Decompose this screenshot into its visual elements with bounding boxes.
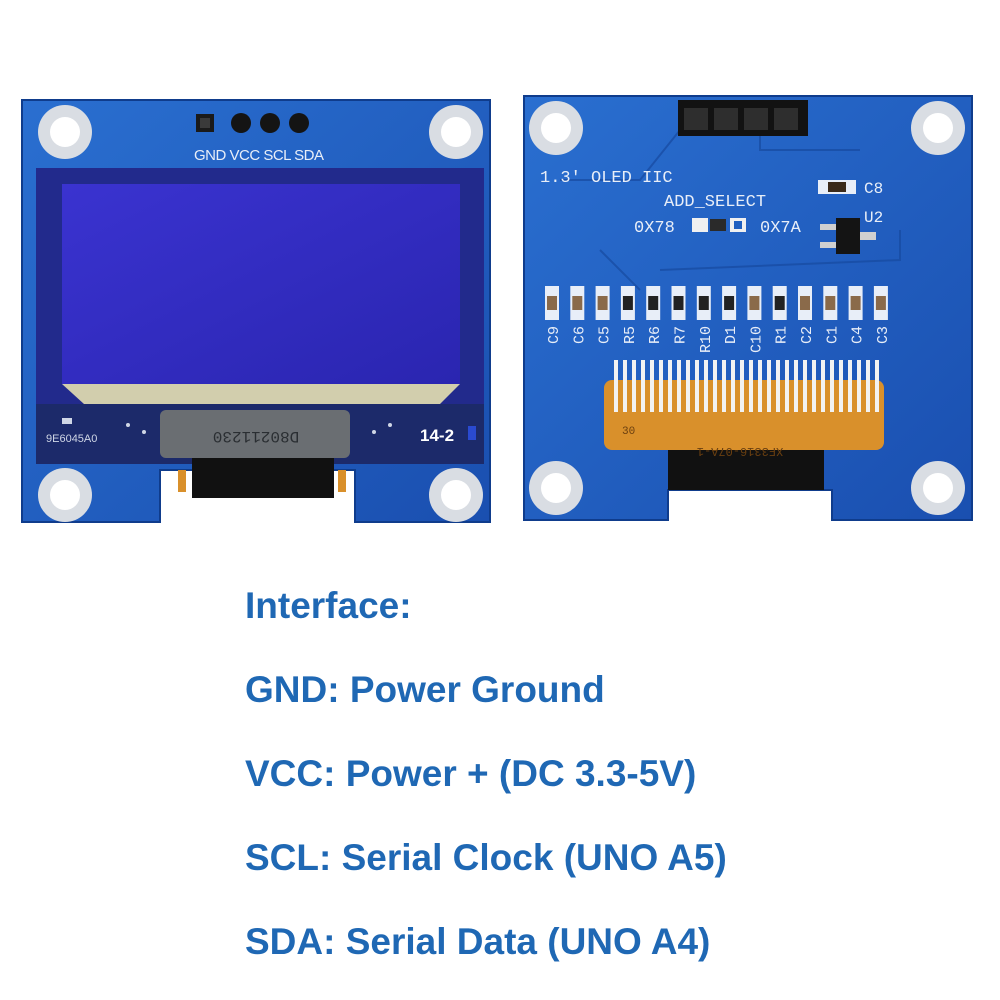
product-photo: GND VCC SCL SDA 9E6045A0 14-2 D80211230 <box>21 95 973 523</box>
component-r7: R7 <box>671 286 690 344</box>
component-c2: C2 <box>798 286 816 344</box>
component-label: C6 <box>571 326 588 344</box>
component-label: R5 <box>622 326 639 344</box>
c8-label: C8 <box>864 180 883 198</box>
spec-scl-line: SCL: Serial Clock (UNO A5) <box>245 837 727 878</box>
component-r5: R5 <box>620 286 639 344</box>
back-mounting-holes <box>529 101 965 515</box>
component-d1: D1 <box>722 286 740 344</box>
badge-label: 14-2 <box>420 426 454 445</box>
component-label: R1 <box>774 326 791 344</box>
spec-vcc-line: VCC: Power + (DC 3.3-5V) <box>245 753 697 794</box>
back-header-pins <box>678 100 808 136</box>
spec-gnd-line: GND: Power Ground <box>245 669 605 710</box>
component-label: R6 <box>647 326 664 344</box>
component-label: C3 <box>875 326 892 344</box>
panel-code: 9E6045A0 <box>46 433 97 445</box>
component-c1: C1 <box>823 286 841 344</box>
component-label: C9 <box>546 326 563 344</box>
component-c4: C4 <box>848 286 867 344</box>
u2-regulator <box>820 218 876 254</box>
svg-text:30: 30 <box>622 426 635 438</box>
component-label: C10 <box>748 326 765 353</box>
component-label: C1 <box>824 326 841 344</box>
ribbon-code: D80211230 <box>213 427 299 445</box>
pin-labels: GND VCC SCL SDA <box>194 147 324 164</box>
components-row: C9 C6 C5 R5 R6 R7 R10 D1 C10 R1 C2 C1 C4 C3 <box>545 286 892 353</box>
component-label: C2 <box>799 326 816 344</box>
component-label: R7 <box>673 326 690 344</box>
spec-sda-line: SDA: Serial Data (UNO A4) <box>245 921 711 962</box>
oled-iic-label: 1.3' OLED IIC <box>540 169 673 188</box>
front-board: GND VCC SCL SDA 9E6045A0 14-2 D80211230 <box>21 99 491 523</box>
addr-jumper <box>692 218 746 232</box>
component-c3: C3 <box>873 286 892 344</box>
front-header-pins <box>196 113 309 133</box>
spec-heading: Interface: <box>245 585 412 626</box>
addr-0x7a-label: 0X7A <box>760 219 802 238</box>
component-c10: C10 <box>747 286 765 353</box>
component-label: C5 <box>597 326 614 344</box>
ribbon-chip <box>160 410 350 458</box>
component-label: C4 <box>850 326 867 344</box>
flex-code: XF3316-07A-1 <box>697 444 783 458</box>
component-r10: R10 <box>696 286 715 353</box>
component-c5: C5 <box>595 286 614 344</box>
component-label: D1 <box>723 326 740 344</box>
component-c6: C6 <box>570 286 588 344</box>
add-select-label: ADD_SELECT <box>664 193 766 212</box>
u2-label: U2 <box>864 209 883 227</box>
component-r6: R6 <box>646 286 664 344</box>
oled-screen <box>62 184 460 384</box>
flex-connector: XF3316-07A-1 30 <box>604 360 884 490</box>
back-board: 1.3' OLED IIC ADD_SELECT 0X78 0X7A C8 U2… <box>523 95 973 521</box>
component-r1: R1 <box>772 286 791 344</box>
component-c9: C9 <box>545 286 563 344</box>
component-label: R10 <box>698 326 715 353</box>
addr-0x78-label: 0X78 <box>634 219 675 238</box>
front-mounting-holes <box>38 105 483 522</box>
